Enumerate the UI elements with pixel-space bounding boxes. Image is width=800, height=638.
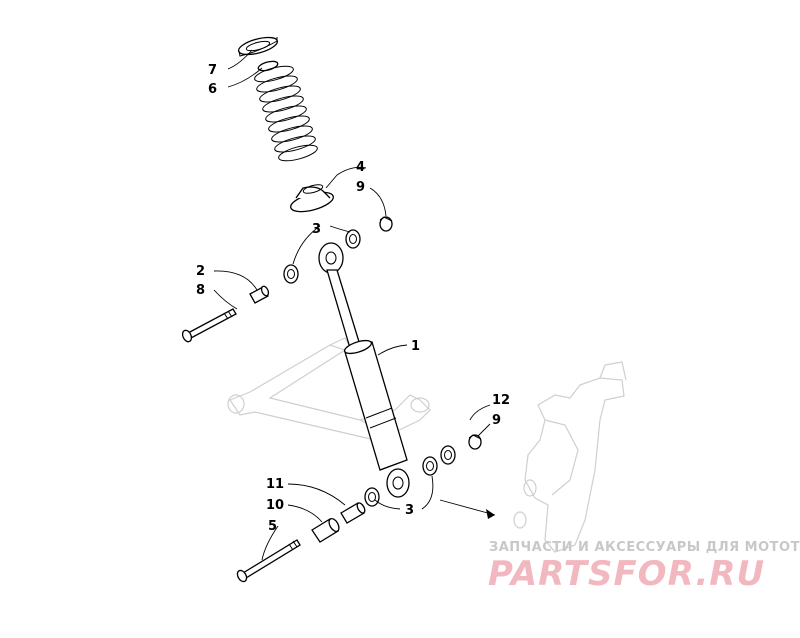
callout-12: 12 [492,393,510,408]
upper-washer-left [283,264,299,284]
spring-keeper [257,60,279,72]
upper-bolt [181,308,237,343]
callout-3-lower: 3 [405,503,414,518]
spindle-outline [513,361,627,553]
shock-absorber [318,242,410,498]
lower-bolt [236,539,301,583]
lower-sleeve-large [311,517,340,543]
watermark-logo: PARTSFOR.RU [488,554,765,594]
a-arm-outline [227,337,431,441]
lower-sleeve-small [340,502,366,524]
leader-lines [213,49,491,561]
watermark: ЗАПЧАСТИ И АКСЕССУАРЫ ДЛЯ МОТОТЕХНИКИ PA… [488,540,800,594]
callout-7: 7 [208,63,217,78]
spring-retainer [237,36,279,57]
lower-washer-left [364,487,380,507]
callout-11: 11 [266,477,284,492]
callout-8: 8 [196,283,205,298]
callout-6: 6 [208,82,217,97]
lower-bushing-right [468,434,482,450]
callout-10: 10 [266,498,284,513]
callout-2: 2 [196,264,205,279]
upper-washer-right [345,229,361,249]
spring-seat-cup [289,184,335,213]
upper-sleeve [249,285,270,304]
coil-spring [254,65,318,162]
assembly-arrow [439,499,496,519]
callout-4: 4 [356,160,365,175]
callout-9-upper: 9 [356,180,365,195]
callouts: 7 6 4 9 3 2 8 1 12 9 11 10 5 3 [196,63,510,534]
callout-9-lower: 9 [492,413,501,428]
callout-3-upper: 3 [312,222,321,237]
callout-1: 1 [411,339,420,354]
upper-bushing-right [379,216,393,232]
lower-washer-right [422,456,438,476]
callout-5: 5 [268,519,277,534]
watermark-tagline: ЗАПЧАСТИ И АКСЕССУАРЫ ДЛЯ МОТОТЕХНИКИ [489,540,800,555]
lower-spacer-right [440,445,456,465]
